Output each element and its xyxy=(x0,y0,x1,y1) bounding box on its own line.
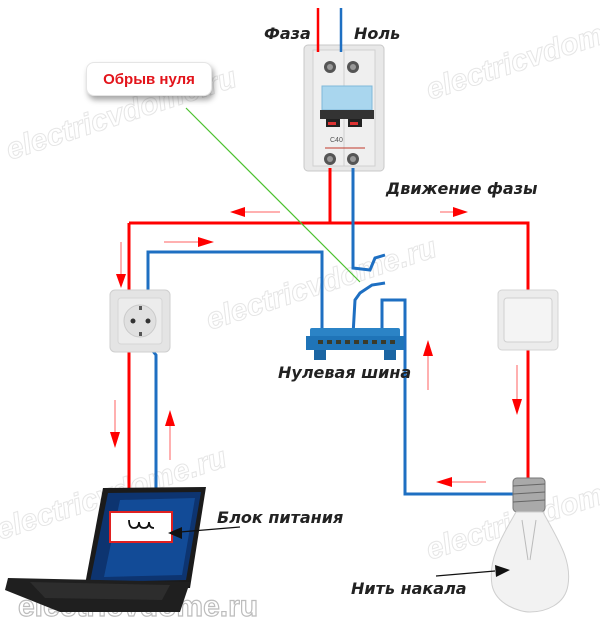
arrow-left xyxy=(436,477,452,487)
pointer-arrow xyxy=(168,527,182,539)
arrow-up xyxy=(165,410,175,426)
label-power-supply: Блок питания xyxy=(217,508,343,527)
neutral-break-label: Обрыв нуля xyxy=(103,70,195,88)
label-neutral-bus: Нулевая шина xyxy=(278,363,411,382)
laptop xyxy=(5,487,206,612)
arrow-up xyxy=(423,340,433,356)
power-socket xyxy=(109,289,171,353)
pointer-arrow xyxy=(495,565,510,577)
watermark: electricvdome.ru xyxy=(422,1,600,107)
label-neutral: Ноль xyxy=(354,24,400,43)
pointer-line-filament xyxy=(435,570,496,577)
light-switch xyxy=(497,289,559,351)
flow-arrows xyxy=(110,207,522,487)
label-filament: Нить накала xyxy=(351,579,467,598)
circuit-breaker: C40 xyxy=(303,44,385,172)
arrow-right xyxy=(198,237,214,247)
pointer-line-power-supply xyxy=(179,526,241,533)
neutral-bus-bar xyxy=(306,328,404,360)
breaker-rating: C40 xyxy=(330,137,343,144)
arrow-right xyxy=(453,207,468,217)
label-phase: Фаза xyxy=(264,24,311,43)
arrow-left xyxy=(230,207,245,217)
arrow-down xyxy=(116,274,126,288)
pointer-line-neutral-break xyxy=(185,107,361,283)
neutral-break-callout: Обрыв нуля xyxy=(86,62,212,96)
label-phase-movement: Движение фазы xyxy=(385,179,538,198)
light-bulb xyxy=(490,477,570,613)
arrow-down xyxy=(110,432,120,448)
arrow-down xyxy=(512,399,522,415)
